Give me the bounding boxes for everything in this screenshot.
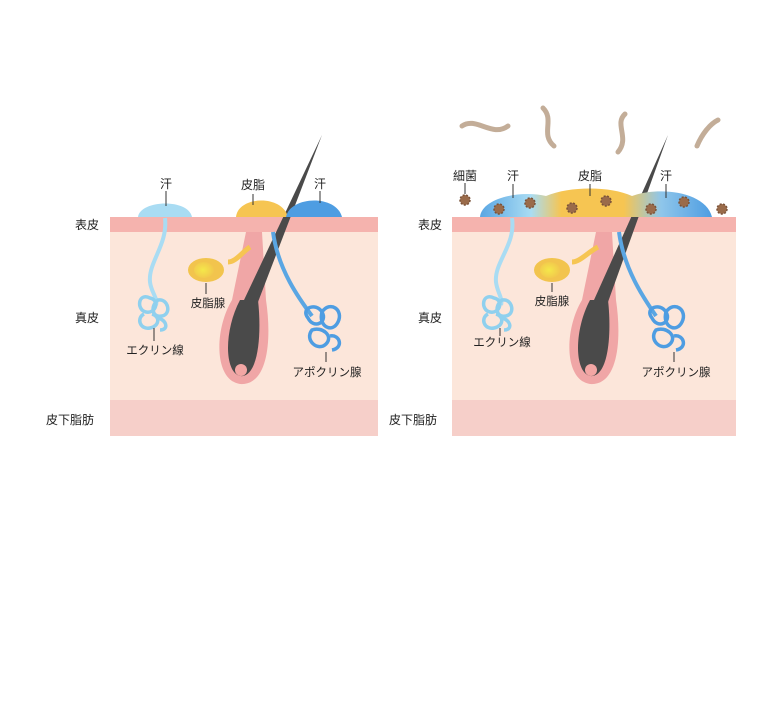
odor-wave-3: [615, 111, 628, 155]
hair-bulb: [228, 300, 260, 377]
right-panel: 細菌 汗 皮脂 汗 皮脂腺 エクリン線 アポクリン腺 表皮 真皮 皮下脂肪: [389, 105, 736, 436]
bacteria-2: [493, 203, 505, 215]
eccrine-coil: [137, 295, 170, 332]
dermal-papilla: [235, 364, 247, 376]
epidermis-layer: [452, 217, 736, 232]
bacteria-4: [566, 202, 578, 214]
left-sweat-left-label: 汗: [160, 177, 172, 191]
right-epidermis-label: 表皮: [418, 218, 442, 232]
bacteria-8: [716, 203, 728, 215]
odor-wave-4: [694, 117, 721, 149]
hair-bulb: [578, 300, 610, 377]
bacteria-1: [459, 194, 471, 206]
apocrine-duct: [617, 231, 658, 318]
sebaceous-duct: [571, 244, 600, 265]
odor-wave-2: [540, 105, 557, 149]
odor-wave-1: [459, 120, 511, 133]
sebaceous-gland-core: [194, 262, 214, 278]
left-sebaceous-gland-label: 皮脂腺: [191, 296, 226, 310]
right-sweat-right-label: 汗: [660, 169, 672, 183]
sebum-drop: [236, 200, 288, 217]
sweat-sebum-mixture: [480, 188, 712, 217]
right-eccrine-gland-label: エクリン線: [473, 335, 531, 349]
right-apocrine-gland-label: アポクリン腺: [642, 365, 711, 379]
eccrine-coil: [481, 295, 514, 332]
hair-shaft: [244, 135, 322, 302]
eccrine-duct: [147, 217, 168, 306]
sweat-drop-left: [138, 203, 192, 217]
right-dermis-label: 真皮: [418, 311, 442, 325]
left-sweat-right-label: 汗: [314, 177, 326, 191]
left-sebum-label: 皮脂: [241, 177, 265, 192]
epidermis-layer: [110, 217, 378, 232]
left-epidermis-label: 表皮: [75, 218, 99, 232]
left-subcutaneous-label: 皮下脂肪: [46, 412, 94, 427]
right-sweat-left-label: 汗: [507, 169, 519, 183]
right-bacteria-label: 細菌: [453, 169, 477, 183]
left-dermis-label: 真皮: [75, 311, 99, 325]
left-eccrine-gland-label: エクリン線: [126, 343, 184, 357]
hair-shaft: [594, 135, 668, 302]
bacteria-7: [678, 196, 690, 208]
sebaceous-gland-core: [540, 262, 560, 278]
odor-waves: [459, 105, 721, 155]
eccrine-duct: [493, 217, 515, 306]
bacteria-6: [645, 203, 657, 215]
dermal-papilla: [585, 364, 597, 376]
bacteria-3: [524, 197, 536, 209]
right-subcutaneous-label: 皮下脂肪: [389, 412, 437, 427]
apocrine-coil: [648, 304, 686, 352]
left-panel: 汗 皮脂 汗 皮脂腺 エクリン線 アポクリン腺 表皮 真皮 皮下脂肪: [46, 135, 378, 436]
sweat-drop-right: [286, 200, 342, 217]
sebaceous-duct: [227, 244, 252, 265]
bacteria-5: [600, 195, 612, 207]
left-apocrine-gland-label: アポクリン腺: [293, 365, 362, 379]
right-sebum-label: 皮脂: [578, 168, 602, 183]
subcutaneous-layer: [110, 400, 378, 436]
bacteria-group: [459, 194, 728, 215]
apocrine-coil: [304, 304, 342, 352]
right-sebaceous-gland-label: 皮脂腺: [535, 294, 570, 308]
subcutaneous-layer: [452, 400, 736, 436]
